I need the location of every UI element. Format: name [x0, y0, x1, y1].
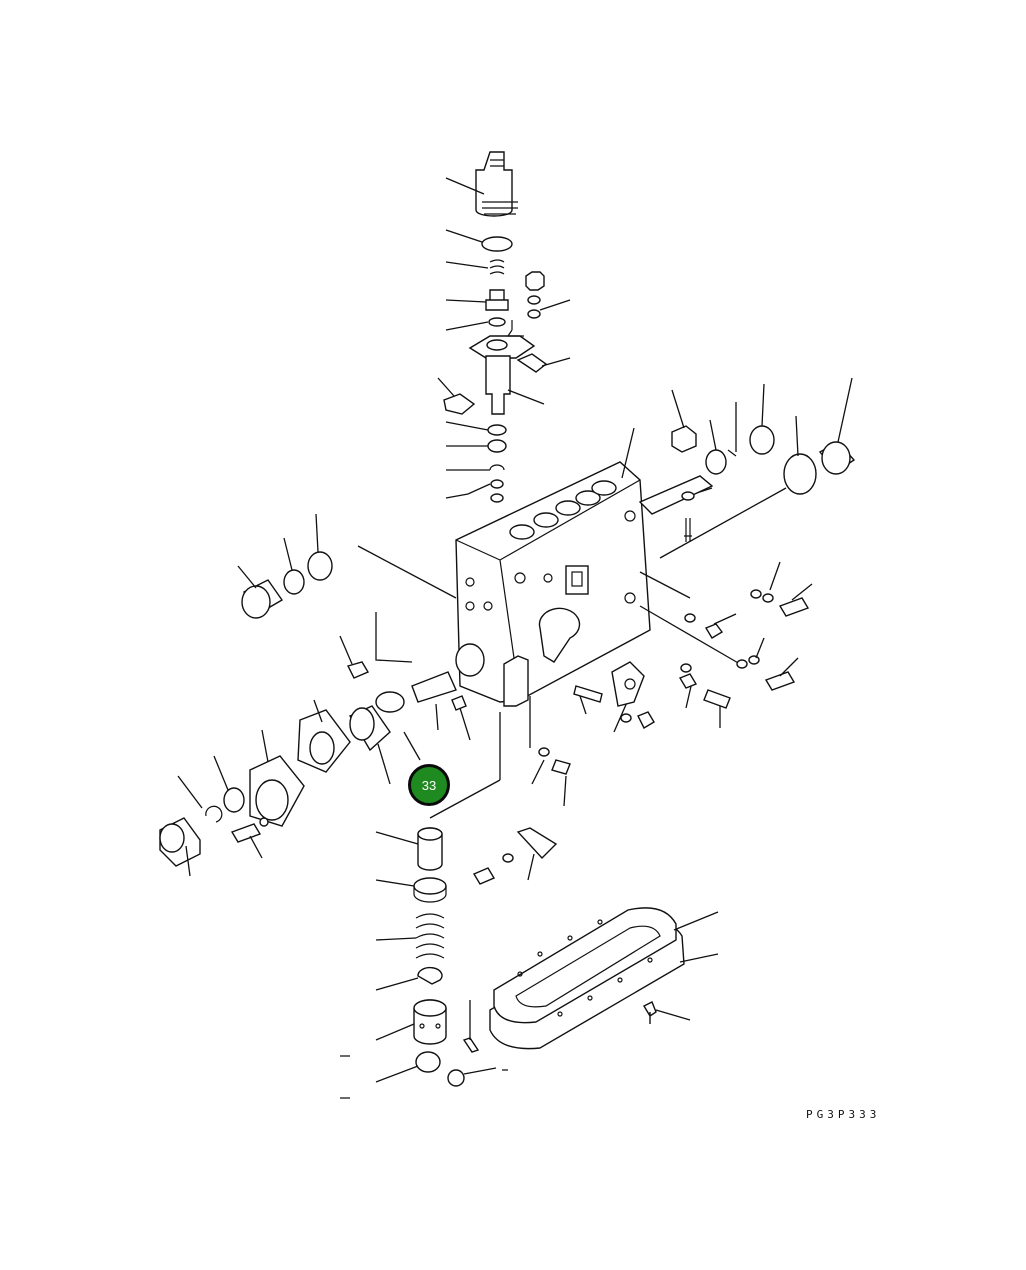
leader-lines-right: [671, 377, 853, 677]
pump-housing: [411, 461, 651, 711]
leader-lines-top: [437, 177, 571, 499]
left-side-parts: [159, 551, 405, 867]
callout-number-label: 33: [421, 777, 437, 793]
leader-lines-plates: [655, 911, 719, 1021]
right-side-parts: [538, 425, 856, 775]
tappet-stack: [413, 827, 558, 1087]
drawing-code-label: PG3P333: [806, 1108, 881, 1121]
delivery-valve-stack: [443, 151, 548, 540]
bottom-cover-plates: [489, 907, 685, 1050]
leader-lines-bottom: [340, 831, 535, 1099]
callout-number-badge[interactable]: 33: [408, 764, 450, 806]
leader-lines-left: [177, 513, 421, 877]
